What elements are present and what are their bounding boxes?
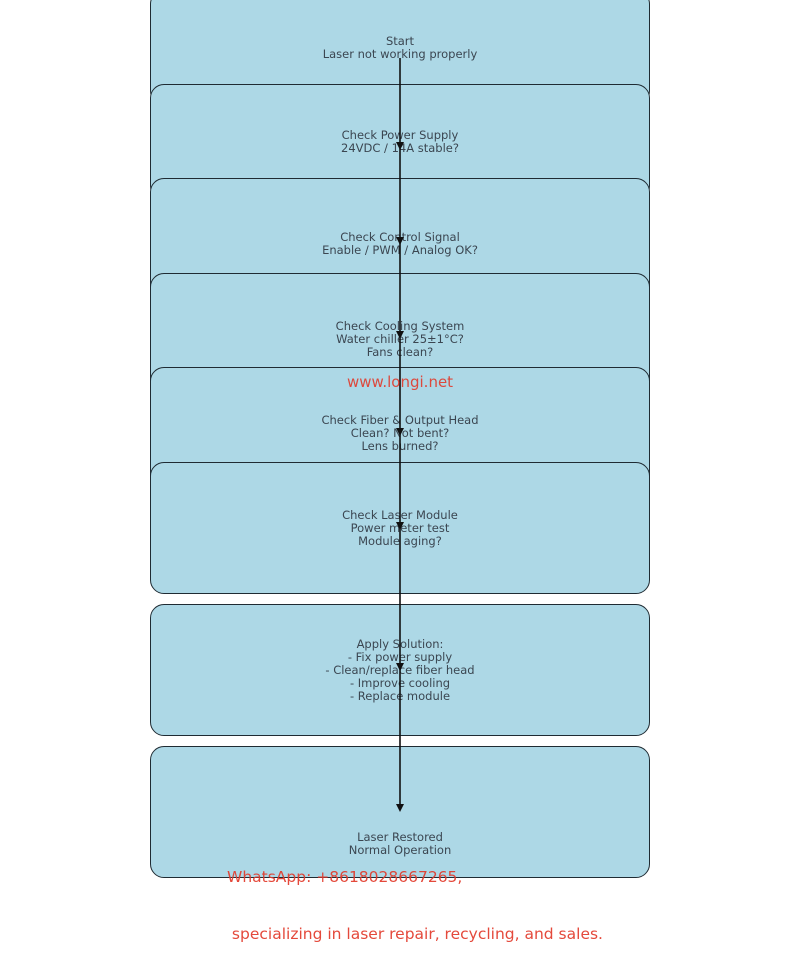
node-text-line: Module aging?: [358, 533, 442, 548]
node-text-line: Fans clean?: [366, 344, 434, 359]
node-text-line: Laser Restored: [357, 830, 443, 844]
node-text-line: Water chiller 25±1°C?: [336, 331, 464, 346]
watermark-contact: WhatsApp: +8618028667265, specializing i…: [227, 830, 603, 963]
node-text-line: Clean? Not bent?: [350, 425, 450, 440]
node-text-line: Laser not working properly: [322, 46, 478, 61]
watermark-contact-line: specializing in laser repair, recycling,…: [227, 925, 603, 943]
node-text-line: - Clean/replace fiber head: [325, 662, 475, 677]
node-text-line: Check Cooling System: [335, 318, 465, 333]
node-text-line: - Improve cooling: [349, 675, 451, 690]
flow-node-module: Check Laser Module Power meter test Modu…: [150, 462, 650, 594]
watermark-contact-line: WhatsApp: +8618028667265,: [227, 868, 463, 886]
node-text-line: Check Power Supply: [341, 128, 459, 142]
node-text-line: - Replace module: [349, 688, 451, 703]
node-text-line: Start: [385, 33, 415, 48]
node-text-line: Check Laser Module: [342, 507, 458, 522]
node-text-line: Apply Solution:: [356, 636, 444, 651]
node-text-line: Power meter test: [350, 520, 450, 535]
flow-node-solution: Apply Solution: - Fix power supply - Cle…: [150, 604, 650, 736]
node-text-line: Enable / PWM / Analog OK?: [322, 243, 478, 257]
node-text-line: Normal Operation: [348, 843, 452, 857]
watermark-site: www.longi.net: [346, 373, 454, 391]
node-text-line: Check Fiber & Output Head: [321, 412, 479, 427]
node-text-line: 24VDC / 14A stable?: [341, 141, 459, 155]
node-text-line: - Fix power supply: [347, 649, 453, 664]
node-text-line: Lens burned?: [361, 438, 439, 453]
